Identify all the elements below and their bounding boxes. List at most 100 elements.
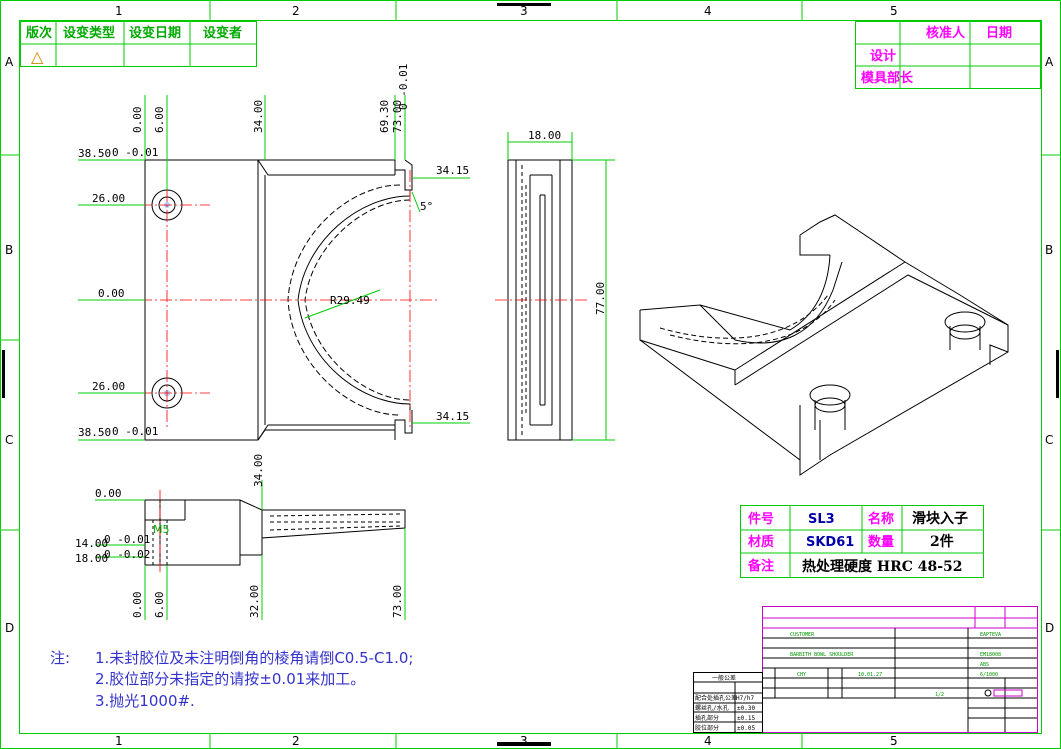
approval-row-mold-chief: 模具部长 [861, 70, 914, 86]
rev-header-date: 设变日期 [129, 25, 181, 41]
zone-col-1-bottom: 1 [115, 734, 123, 748]
zone-col-5-bottom: 5 [890, 734, 898, 748]
bottom-view [144, 490, 406, 575]
tb-company: EAPTEVA [980, 632, 1001, 638]
approval-row-design: 设计 [870, 48, 896, 64]
part-label-material: 材质 [748, 534, 774, 550]
dim-front-angle: 5° [420, 200, 433, 213]
dim-bottom-b-6: 6.00 [153, 592, 166, 619]
tol-label-4: 胶位部分 [695, 724, 719, 732]
dim-bottom-b-0: 0.00 [131, 592, 144, 619]
part-value-remark: 热处理硬度 HRC 48-52 [802, 558, 963, 575]
dim-front-v-69: 69.30 [378, 100, 391, 133]
dim-front-v-6: 6.00 [153, 107, 166, 134]
inner-frame [19, 20, 1042, 734]
dim-front-radius: R29.49 [330, 294, 370, 307]
zone-col-2-top: 2 [292, 4, 300, 18]
dim-bottom-v-34: 34.00 [252, 454, 265, 487]
rev-header-type: 设变类型 [63, 25, 115, 41]
tb-designer: CHY [797, 672, 806, 678]
tb-scale: 6/1000 [980, 672, 998, 678]
approval-header-date: 日期 [986, 26, 1012, 41]
dim-bottom-b-73: 73.00 [391, 585, 404, 618]
tol-value-4: ±0.05 [737, 725, 755, 732]
dim-front-v-0: 0.00 [131, 107, 144, 134]
dim-front-v-34: 34.00 [252, 100, 265, 133]
part-value-number: SL3 [808, 512, 835, 527]
part-value-qty: 2件 [930, 533, 954, 550]
zone-row-b-right: B [1045, 243, 1053, 257]
dim-front-h-26-bot: 26.00 [92, 380, 125, 393]
dim-bottom-h-14-tol: 0 -0.01 [104, 533, 150, 546]
part-label-remark: 备注 [747, 558, 774, 574]
note-item-1: 1.未封胶位及未注明倒角的棱角请倒C0.5-C1.0; [95, 649, 413, 667]
zone-row-b-left: B [5, 243, 13, 257]
rev-header-version: 版次 [26, 25, 52, 41]
left-center-mark [2, 350, 5, 398]
approval-table: 核准人 日期 设计 模具部长 [855, 21, 1041, 89]
part-value-name: 滑块入子 [912, 510, 968, 527]
tol-header: 一般公差 [712, 674, 736, 682]
right-center-mark [1056, 350, 1059, 398]
zone-row-d-right: D [1045, 621, 1054, 635]
zone-col-2-bottom: 2 [292, 734, 300, 748]
revision-triangle-icon: △ [31, 47, 44, 66]
zone-col-5-top: 5 [890, 4, 898, 18]
dim-side-height: 77.00 [594, 282, 607, 315]
tb-sheet: 1/2 [935, 692, 944, 698]
zone-col-3-top: 3 [520, 4, 528, 18]
front-view [120, 159, 440, 441]
tb-title: BARBITH BOWL SHOULDER [790, 652, 854, 658]
approval-header-approver: 核准人 [926, 25, 966, 41]
zone-col-4-bottom: 4 [704, 734, 712, 748]
dim-front-r-3415-top: 34.15 [436, 164, 469, 177]
part-label-number: 件号 [748, 511, 774, 527]
zone-row-c-right: C [1045, 433, 1053, 447]
zone-col-4-top: 4 [704, 4, 712, 18]
part-label-qty: 数量 [868, 534, 894, 550]
dim-front-h-385-top: 38.50 [78, 147, 111, 160]
dim-bottom-h-14: 14.00 [75, 537, 108, 550]
tb-mould-no: EM18008 [980, 652, 1001, 658]
tb-customer: CUSTOMER [790, 632, 815, 638]
zone-col-1-top: 1 [115, 4, 123, 18]
dim-front-h-26-top: 26.00 [92, 192, 125, 205]
revision-table: 版次 设变类型 设变日期 设变者 △ [20, 21, 257, 67]
tol-value-1: H7/h7 [736, 695, 754, 702]
rev-header-author: 设变者 [203, 25, 242, 41]
tol-label-3: 插孔部分 [695, 714, 719, 722]
tb-date: 10.01.27 [858, 672, 882, 678]
zone-row-a-right: A [1045, 55, 1054, 69]
isometric-view [639, 214, 1009, 476]
zone-row-d-left: D [5, 621, 14, 635]
bottom-dimension-lines [95, 480, 406, 620]
dim-bottom-thread: M5 [153, 523, 170, 536]
zone-row-c-left: C [5, 433, 13, 447]
bottom-center-mark [497, 742, 551, 746]
dim-bottom-h-18-tol: 0 -0.02 [104, 548, 150, 561]
tol-label-1: 配合处插孔公差 [695, 694, 737, 702]
dim-bottom-h-0: 0.00 [95, 487, 122, 500]
dim-front-h-0: 0.00 [98, 287, 125, 300]
side-view [495, 132, 615, 441]
dim-bottom-b-32: 32.00 [248, 585, 261, 618]
dim-bottom-h-18: 18.00 [75, 552, 108, 565]
tol-value-2: ±0.30 [737, 705, 755, 712]
top-center-mark [497, 3, 551, 6]
front-dimension-lines [78, 95, 470, 441]
part-table: 件号 SL3 名称 滑块入子 材质 SKD61 数量 2件 备注 热处理硬度 H… [740, 505, 984, 578]
tb-material: ABS [980, 662, 989, 668]
dim-front-h-385-bot: 38.50 [78, 426, 111, 439]
dim-front-v-73: 73.00 [391, 100, 404, 133]
dim-side-width: 18.00 [528, 129, 561, 142]
tol-value-3: ±0.15 [737, 715, 755, 722]
dim-front-v-73-tol: 0 -0.01 [397, 64, 410, 110]
tol-label-2: 螺丝孔/水孔 [695, 704, 729, 712]
dim-front-h-385-bot-tol: 0 -0.01 [112, 425, 158, 438]
note-item-2: 2.胶位部分未指定的请按±0.01来加工。 [95, 670, 365, 688]
notes-prefix: 注: [50, 649, 70, 667]
dim-front-h-385-top-tol: 0 -0.01 [112, 146, 158, 159]
zone-col-3-bottom: 3 [520, 734, 528, 748]
